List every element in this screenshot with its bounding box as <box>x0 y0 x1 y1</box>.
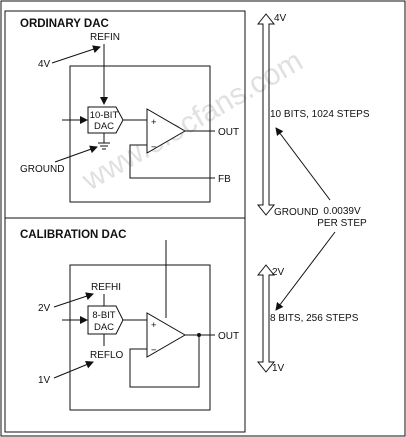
cal-opamp-minus: − <box>151 345 157 356</box>
refin-label: REFIN <box>90 32 120 43</box>
dac-8bit-label-1: 8-BIT <box>92 310 115 321</box>
calibration-ic-package <box>69 264 211 411</box>
cal-opamp-plus: + <box>151 320 157 331</box>
bottom-range-double-arrow <box>256 264 276 373</box>
step-value: 0.0039V <box>323 206 361 217</box>
step-arrow-to-bottom <box>275 231 336 311</box>
refin-voltage-label: 4V <box>38 59 51 70</box>
ground-arrow <box>54 145 98 163</box>
refhi-voltage-label: 2V <box>38 303 51 314</box>
ordinary-opamp-minus: − <box>151 142 157 153</box>
refhi-label: REFHI <box>91 282 121 293</box>
ordinary-dac-title: ORDINARY DAC <box>20 18 109 30</box>
bottom-range-bottom-label: 1V <box>272 363 285 374</box>
dac-8bit-block <box>87 305 124 335</box>
refhi-voltage-arrow <box>53 292 94 308</box>
dac-10bit-label-1: 10-BIT <box>90 110 119 121</box>
calibration-opamp <box>146 312 186 358</box>
step-arrow-to-top <box>275 127 331 201</box>
top-range-bottom-label: GROUND <box>274 207 318 218</box>
reflo-label: REFLO <box>90 350 124 361</box>
ordinary-opamp-plus: + <box>151 117 157 128</box>
bottom-range-resolution: 8 BITS, 256 STEPS <box>270 313 359 324</box>
refin-voltage-arrow <box>51 45 101 64</box>
ordinary-ic-package <box>69 65 211 203</box>
top-range-top-label: 4V <box>274 13 287 24</box>
calibration-dac-title: CALIBRATION DAC <box>20 229 126 241</box>
fb-wire <box>129 144 215 179</box>
ground-symbol <box>98 142 110 150</box>
calibration-dac-panel <box>4 217 246 433</box>
dac-8bit-label-2: DAC <box>94 322 114 333</box>
step-caption: PER STEP <box>317 218 367 229</box>
ordinary-opamp <box>146 108 186 154</box>
cal-out-label: OUT <box>218 331 239 342</box>
dac-10bit-label-2: DAC <box>94 121 114 132</box>
ground-label: GROUND <box>20 164 64 175</box>
ordinary-out-label: OUT <box>218 127 239 138</box>
cal-feedback-wire <box>129 335 200 388</box>
fb-label: FB <box>218 174 231 185</box>
reflo-voltage-arrow <box>53 360 94 379</box>
bottom-range-top-label: 2V <box>272 267 285 278</box>
dac-10bit-block <box>87 106 124 134</box>
top-range-double-arrow <box>256 13 276 216</box>
reflo-voltage-label: 1V <box>38 375 51 386</box>
top-range-resolution: 10 BITS, 1024 STEPS <box>270 109 370 120</box>
